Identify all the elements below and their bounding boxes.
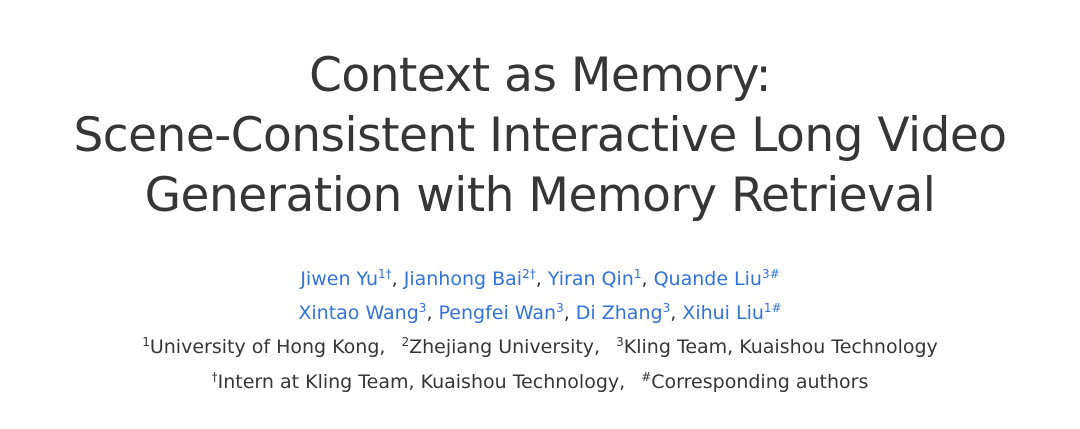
- author-link-xihui-liu[interactable]: Xihui Liu1#: [682, 301, 782, 324]
- author-mark: 1#: [763, 301, 782, 315]
- affiliation-zju: 2Zhejiang University,: [401, 335, 601, 358]
- author-separator: ,: [563, 302, 576, 324]
- title-line-2: Scene-Consistent Interactive Long Video: [73, 108, 1007, 163]
- title-line-1: Context as Memory:: [309, 48, 771, 103]
- author-link-xintao-wang[interactable]: Xintao Wang3: [298, 301, 427, 324]
- note-corresponding: #Corresponding authors: [641, 370, 869, 393]
- author-link-jianhong-bai[interactable]: Jianhong Bai2†: [403, 267, 536, 290]
- author-link-jiwen-yu[interactable]: Jiwen Yu1†: [300, 267, 392, 290]
- affiliation-kling: 3Kling Team, Kuaishou Technology: [616, 335, 938, 358]
- author-list: Jiwen Yu1†, Jianhong Bai2†, Yiran Qin1, …: [0, 262, 1080, 330]
- author-link-pengfei-wan[interactable]: Pengfei Wan3: [438, 301, 564, 324]
- affiliation-block: 1University of Hong Kong, 2Zhejiang Univ…: [0, 330, 1080, 400]
- author-link-quande-liu[interactable]: Quande Liu3#: [653, 267, 780, 290]
- author-mark: 2†: [522, 267, 536, 281]
- author-row-2: Xintao Wang3, Pengfei Wan3, Di Zhang3, X…: [0, 296, 1080, 330]
- author-mark: 3: [418, 301, 427, 315]
- author-separator: ,: [641, 268, 654, 290]
- author-separator: ,: [535, 268, 548, 290]
- title-line-3: Generation with Memory Retrieval: [144, 168, 936, 223]
- author-separator: ,: [426, 302, 439, 324]
- author-separator: ,: [391, 268, 404, 290]
- author-separator: ,: [670, 302, 683, 324]
- author-row-1: Jiwen Yu1†, Jianhong Bai2†, Yiran Qin1, …: [0, 262, 1080, 296]
- author-mark: 3: [662, 301, 671, 315]
- author-mark: 3#: [761, 267, 780, 281]
- affiliation-hku: 1University of Hong Kong,: [142, 335, 386, 358]
- author-mark: 1: [633, 267, 642, 281]
- paper-title: Context as Memory: Scene-Consistent Inte…: [0, 46, 1080, 226]
- affiliation-row: 1University of Hong Kong, 2Zhejiang Univ…: [0, 330, 1080, 365]
- author-mark: 1†: [378, 267, 392, 281]
- note-intern: †Intern at Kling Team, Kuaishou Technolo…: [211, 370, 626, 393]
- author-mark: 3: [556, 301, 564, 315]
- author-link-di-zhang[interactable]: Di Zhang3: [575, 301, 671, 324]
- author-link-yiran-qin[interactable]: Yiran Qin1: [547, 267, 642, 290]
- notes-row: †Intern at Kling Team, Kuaishou Technolo…: [0, 365, 1080, 400]
